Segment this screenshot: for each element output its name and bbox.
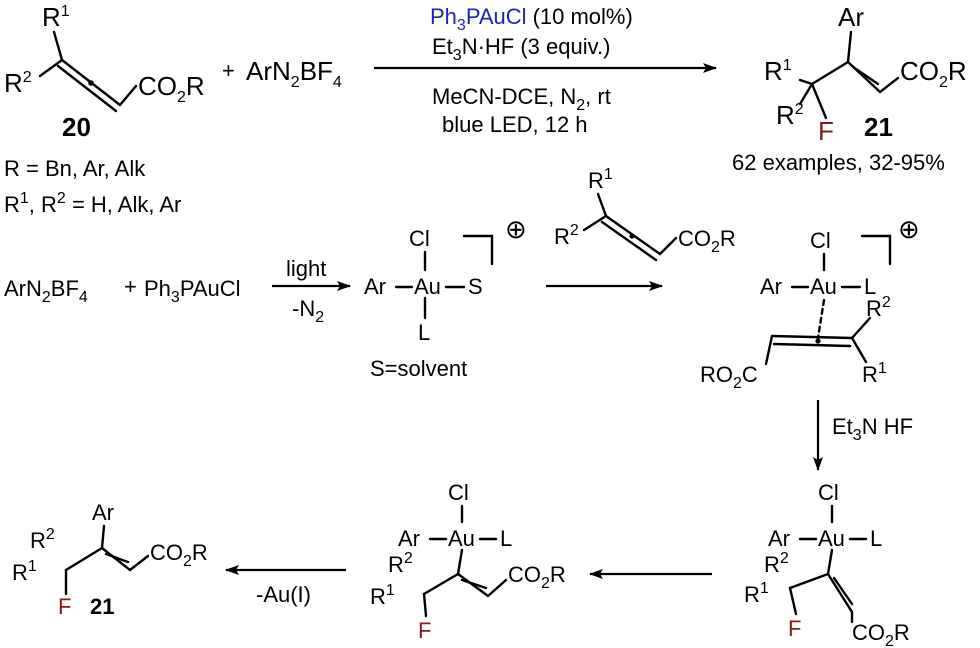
svg-text:R1: R1: [744, 580, 769, 607]
svg-text:Ar: Ar: [364, 274, 386, 299]
compound-label-21-top: 21: [864, 112, 893, 142]
step2-et3n-hf: Et3N HF: [832, 414, 913, 444]
compound-label-21-bottom: 21: [90, 594, 114, 619]
cation-charge-2: ⊕: [898, 214, 920, 244]
svg-text:F: F: [818, 116, 834, 146]
scope-note: 62 examples, 32-95%: [732, 150, 945, 175]
svg-text:CO2R: CO2R: [138, 71, 205, 106]
svg-text:RO2C: RO2C: [700, 362, 758, 392]
product-21-top: Ar CO2R R1 R2 F 21: [764, 2, 967, 146]
svg-text:R2: R2: [388, 550, 413, 577]
svg-text:CO2R: CO2R: [852, 620, 910, 648]
svg-text:L: L: [500, 526, 512, 551]
svg-text:Ar: Ar: [92, 500, 114, 525]
product-21-bottom: Ar CO2R R2 R1 F 21: [12, 500, 208, 619]
svg-text:L: L: [864, 274, 876, 299]
svg-text:R2: R2: [30, 526, 55, 553]
svg-text:CO2R: CO2R: [678, 226, 736, 256]
intermediate-gold-allene-complex: Cl Ar Au L ⊕ R2 R1 RO2C: [700, 214, 920, 392]
step1-light: light: [286, 256, 326, 281]
svg-text:R2: R2: [866, 294, 891, 321]
starting-allene-20: R1 R2 CO2R 20: [4, 2, 205, 142]
svg-text:S: S: [468, 274, 483, 299]
conditions-light: blue LED, 12 h: [442, 112, 588, 137]
svg-text:CO2R: CO2R: [508, 562, 566, 592]
svg-text:Cl: Cl: [409, 226, 430, 251]
svg-text:Au: Au: [414, 274, 441, 299]
svg-text:R1: R1: [370, 582, 395, 609]
svg-text:R1: R1: [588, 166, 613, 193]
svg-text:R2: R2: [4, 68, 32, 98]
plus-sign: +: [222, 58, 235, 83]
svg-text:F: F: [58, 594, 71, 619]
diazonium-reagent: ArN2BF4: [246, 56, 342, 91]
svg-text:R2: R2: [764, 550, 789, 577]
mech-diazonium: ArN2BF4: [4, 276, 88, 306]
additive-label: Et3N·HF (3 equiv.): [432, 34, 610, 64]
cation-charge-1: ⊕: [505, 214, 527, 244]
svg-text:Ar: Ar: [768, 526, 790, 551]
svg-text:CO2R: CO2R: [150, 540, 208, 570]
compound-label-20: 20: [62, 112, 91, 142]
svg-text:R1: R1: [764, 56, 792, 86]
svg-text:L: L: [418, 320, 430, 345]
svg-text:F: F: [418, 618, 431, 643]
step4-au-loss: -Au(I): [256, 582, 311, 607]
svg-text:R1: R1: [862, 360, 887, 387]
svg-text:CO2R: CO2R: [900, 56, 967, 91]
mech-gold-catalyst: Ph3PAuCl: [144, 276, 241, 306]
r-definition: R = Bn, Ar, Alk: [4, 156, 146, 181]
svg-text:Ar: Ar: [760, 274, 782, 299]
solvent-note: S=solvent: [370, 356, 467, 381]
svg-text:Ar: Ar: [398, 526, 420, 551]
intermediate-aryl-gold: Cl Ar Au S L ⊕: [364, 214, 527, 345]
svg-text:R2: R2: [776, 100, 804, 130]
svg-text:Cl: Cl: [810, 228, 831, 253]
intermediate-vinyl-gold-middle: Cl Ar Au L CO2R R2 R1 F: [370, 480, 566, 643]
svg-text:Ar: Ar: [838, 2, 864, 32]
mech-allene: R1 R2 CO2R: [554, 166, 736, 262]
svg-text:Au: Au: [448, 526, 475, 551]
svg-text:Au: Au: [818, 526, 845, 551]
svg-text:F: F: [788, 616, 801, 641]
svg-text:R1: R1: [12, 558, 37, 585]
mech-plus: +: [124, 274, 137, 299]
svg-text:R1: R1: [42, 2, 70, 32]
conditions-solvent: MeCN-DCE, N2, rt: [432, 84, 611, 114]
svg-text:L: L: [870, 526, 882, 551]
svg-text:Cl: Cl: [818, 480, 839, 505]
svg-text:Au: Au: [810, 274, 837, 299]
svg-text:R2: R2: [554, 222, 579, 249]
catalyst-label: Ph3PAuCl(10 mol%): [430, 4, 633, 34]
step1-n2: -N2: [292, 296, 324, 326]
intermediate-vinyl-gold-right: Cl Ar Au L CO2R R2 R1 F: [744, 480, 910, 648]
r1-r2-definition: R1, R2 = H, Alk, Ar: [4, 190, 181, 217]
svg-text:Cl: Cl: [448, 480, 469, 505]
